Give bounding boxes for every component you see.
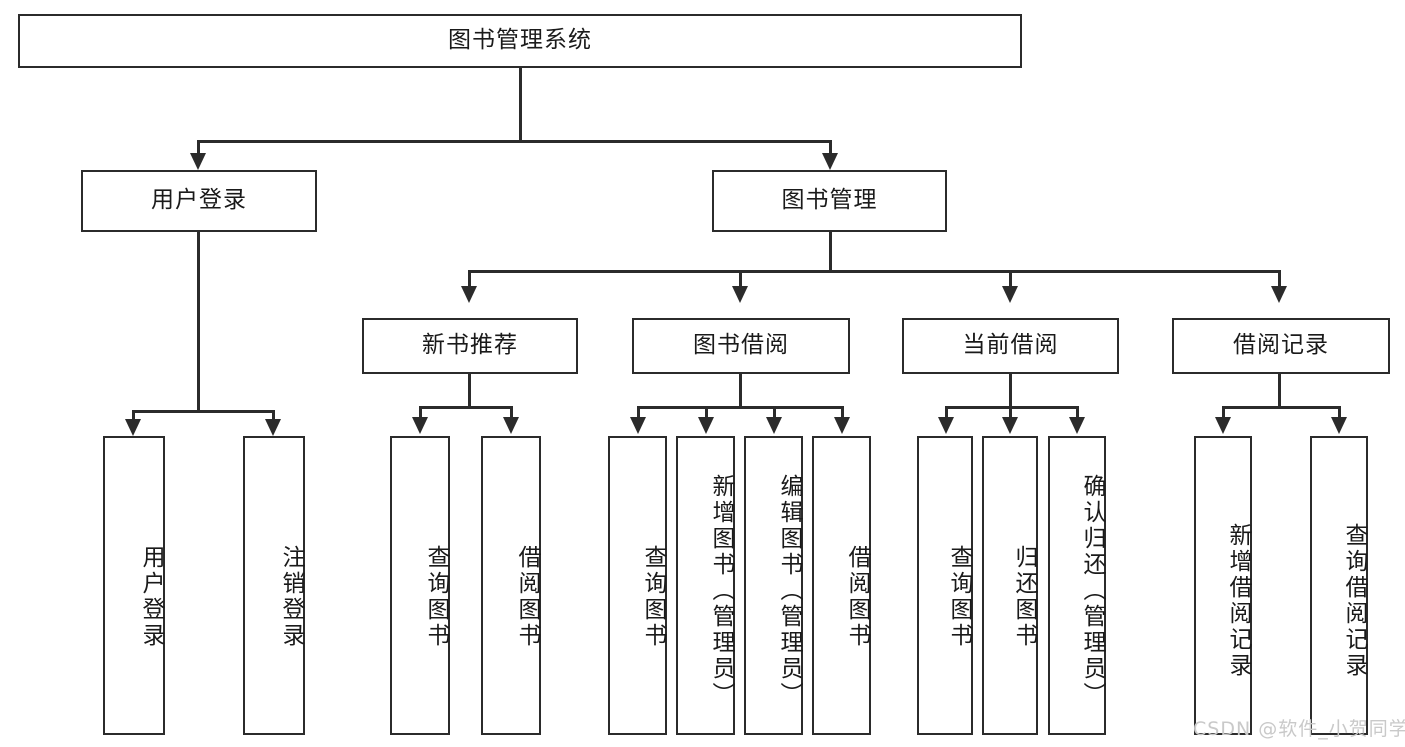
connector-record-leg-2 — [1338, 406, 1341, 420]
node-label: 用户登录 — [151, 187, 247, 214]
connector-current-bar — [945, 406, 1078, 409]
arrow-current-leaf-2 — [1002, 417, 1018, 434]
arrow-record-leaf-2 — [1331, 417, 1347, 434]
leaf-current-confirm-return-admin[interactable]: 确认归还（管理员） — [1048, 436, 1106, 735]
connector-record-leg-1 — [1222, 406, 1225, 420]
connector-borrow-trunk — [739, 374, 742, 408]
connector-current-trunk — [1009, 374, 1012, 408]
node-label: 图书管理 — [781, 187, 878, 214]
arrow-borrow-leaf-2 — [698, 417, 714, 434]
connector-borrow-leg-1 — [637, 406, 640, 420]
node-label: 图书借阅 — [693, 332, 789, 359]
arrow-to-book-borrow — [732, 286, 748, 303]
node-label: 注销登录 — [278, 544, 304, 649]
connector-root-leg-left — [197, 140, 200, 158]
node-user-login[interactable]: 用户登录 — [81, 170, 317, 232]
connector-level2-leg-3 — [1009, 270, 1012, 290]
connector-user-login-bar — [132, 410, 274, 413]
node-label: 当前借阅 — [962, 332, 1059, 359]
arrow-to-book-management — [822, 153, 838, 170]
node-label: 编辑图书（管理员） — [776, 473, 802, 708]
connector-borrow-bar — [637, 406, 843, 409]
connector-recommend-trunk — [468, 374, 471, 408]
connector-current-leg-3 — [1076, 406, 1079, 420]
connector-user-login-leg-1 — [132, 410, 135, 422]
leaf-record-add-record[interactable]: 新增借阅记录 — [1194, 436, 1252, 735]
connector-root-bar — [197, 140, 831, 143]
node-book-borrow[interactable]: 图书借阅 — [632, 318, 850, 374]
arrow-to-leaf-user-login — [125, 419, 141, 436]
connector-borrow-leg-3 — [773, 406, 776, 420]
leaf-current-query-book[interactable]: 查询图书 — [917, 436, 973, 735]
arrow-to-new-book-recommend — [461, 286, 477, 303]
node-label: 图书管理系统 — [448, 27, 592, 54]
connector-root-trunk — [519, 68, 522, 142]
connector-current-leg-2 — [1009, 406, 1012, 420]
arrow-to-borrow-record — [1271, 286, 1287, 303]
leaf-recommend-query-book[interactable]: 查询图书 — [390, 436, 450, 735]
arrow-recommend-leaf-2 — [503, 417, 519, 434]
leaf-current-return-book[interactable]: 归还图书 — [982, 436, 1038, 735]
node-label: 查询图书 — [640, 544, 666, 649]
connector-root-leg-right — [829, 140, 832, 158]
arrow-current-leaf-3 — [1069, 417, 1085, 434]
connector-level2-bar — [468, 270, 1280, 273]
arrow-borrow-leaf-3 — [766, 417, 782, 434]
leaf-recommend-borrow-book[interactable]: 借阅图书 — [481, 436, 541, 735]
connector-level2-leg-1 — [468, 270, 471, 290]
leaf-logout[interactable]: 注销登录 — [243, 436, 305, 735]
connector-user-login-trunk — [197, 232, 200, 412]
leaf-borrow-edit-book-admin[interactable]: 编辑图书（管理员） — [744, 436, 803, 735]
node-label: 借阅图书 — [844, 544, 870, 649]
node-label: 查询图书 — [946, 544, 972, 649]
connector-recommend-bar — [419, 406, 512, 409]
node-label: 借阅记录 — [1233, 332, 1329, 359]
node-label: 借阅图书 — [514, 544, 540, 649]
leaf-borrow-query-book[interactable]: 查询图书 — [608, 436, 667, 735]
connector-current-leg-1 — [945, 406, 948, 420]
node-current-borrow[interactable]: 当前借阅 — [902, 318, 1119, 374]
connector-book-management-trunk — [829, 232, 832, 272]
arrow-recommend-leaf-1 — [412, 417, 428, 434]
leaf-user-login[interactable]: 用户登录 — [103, 436, 165, 735]
arrow-borrow-leaf-4 — [834, 417, 850, 434]
node-label: 新书推荐 — [422, 332, 518, 359]
node-label: 新增借阅记录 — [1225, 522, 1251, 679]
arrow-to-leaf-logout — [265, 419, 281, 436]
connector-recommend-leg-2 — [510, 406, 513, 420]
connector-recommend-leg-1 — [419, 406, 422, 420]
connector-borrow-leg-2 — [705, 406, 708, 420]
node-book-management[interactable]: 图书管理 — [712, 170, 947, 232]
arrow-current-leaf-1 — [938, 417, 954, 434]
arrow-record-leaf-1 — [1215, 417, 1231, 434]
watermark: CSDN @软件_小贺同学 — [1193, 718, 1405, 740]
arrow-to-user-login — [190, 153, 206, 170]
node-label: 新增图书（管理员） — [708, 473, 734, 708]
connector-borrow-leg-4 — [841, 406, 844, 420]
leaf-borrow-add-book-admin[interactable]: 新增图书（管理员） — [676, 436, 735, 735]
node-borrow-record[interactable]: 借阅记录 — [1172, 318, 1390, 374]
node-label: 查询图书 — [423, 544, 449, 649]
node-label: 归还图书 — [1011, 544, 1037, 649]
arrow-borrow-leaf-1 — [630, 417, 646, 434]
connector-level2-leg-2 — [739, 270, 742, 290]
arrow-to-current-borrow — [1002, 286, 1018, 303]
connector-record-trunk — [1278, 374, 1281, 408]
node-label: 查询借阅记录 — [1341, 522, 1367, 679]
leaf-record-query-record[interactable]: 查询借阅记录 — [1310, 436, 1368, 735]
node-label: 用户登录 — [138, 544, 164, 649]
node-label: 确认归还（管理员） — [1079, 473, 1105, 708]
connector-record-bar — [1222, 406, 1341, 409]
connector-level2-leg-4 — [1278, 270, 1281, 290]
node-root-book-management-system[interactable]: 图书管理系统 — [18, 14, 1022, 68]
node-new-book-recommend[interactable]: 新书推荐 — [362, 318, 578, 374]
connector-user-login-leg-2 — [272, 410, 275, 422]
leaf-borrow-borrow-book[interactable]: 借阅图书 — [812, 436, 871, 735]
